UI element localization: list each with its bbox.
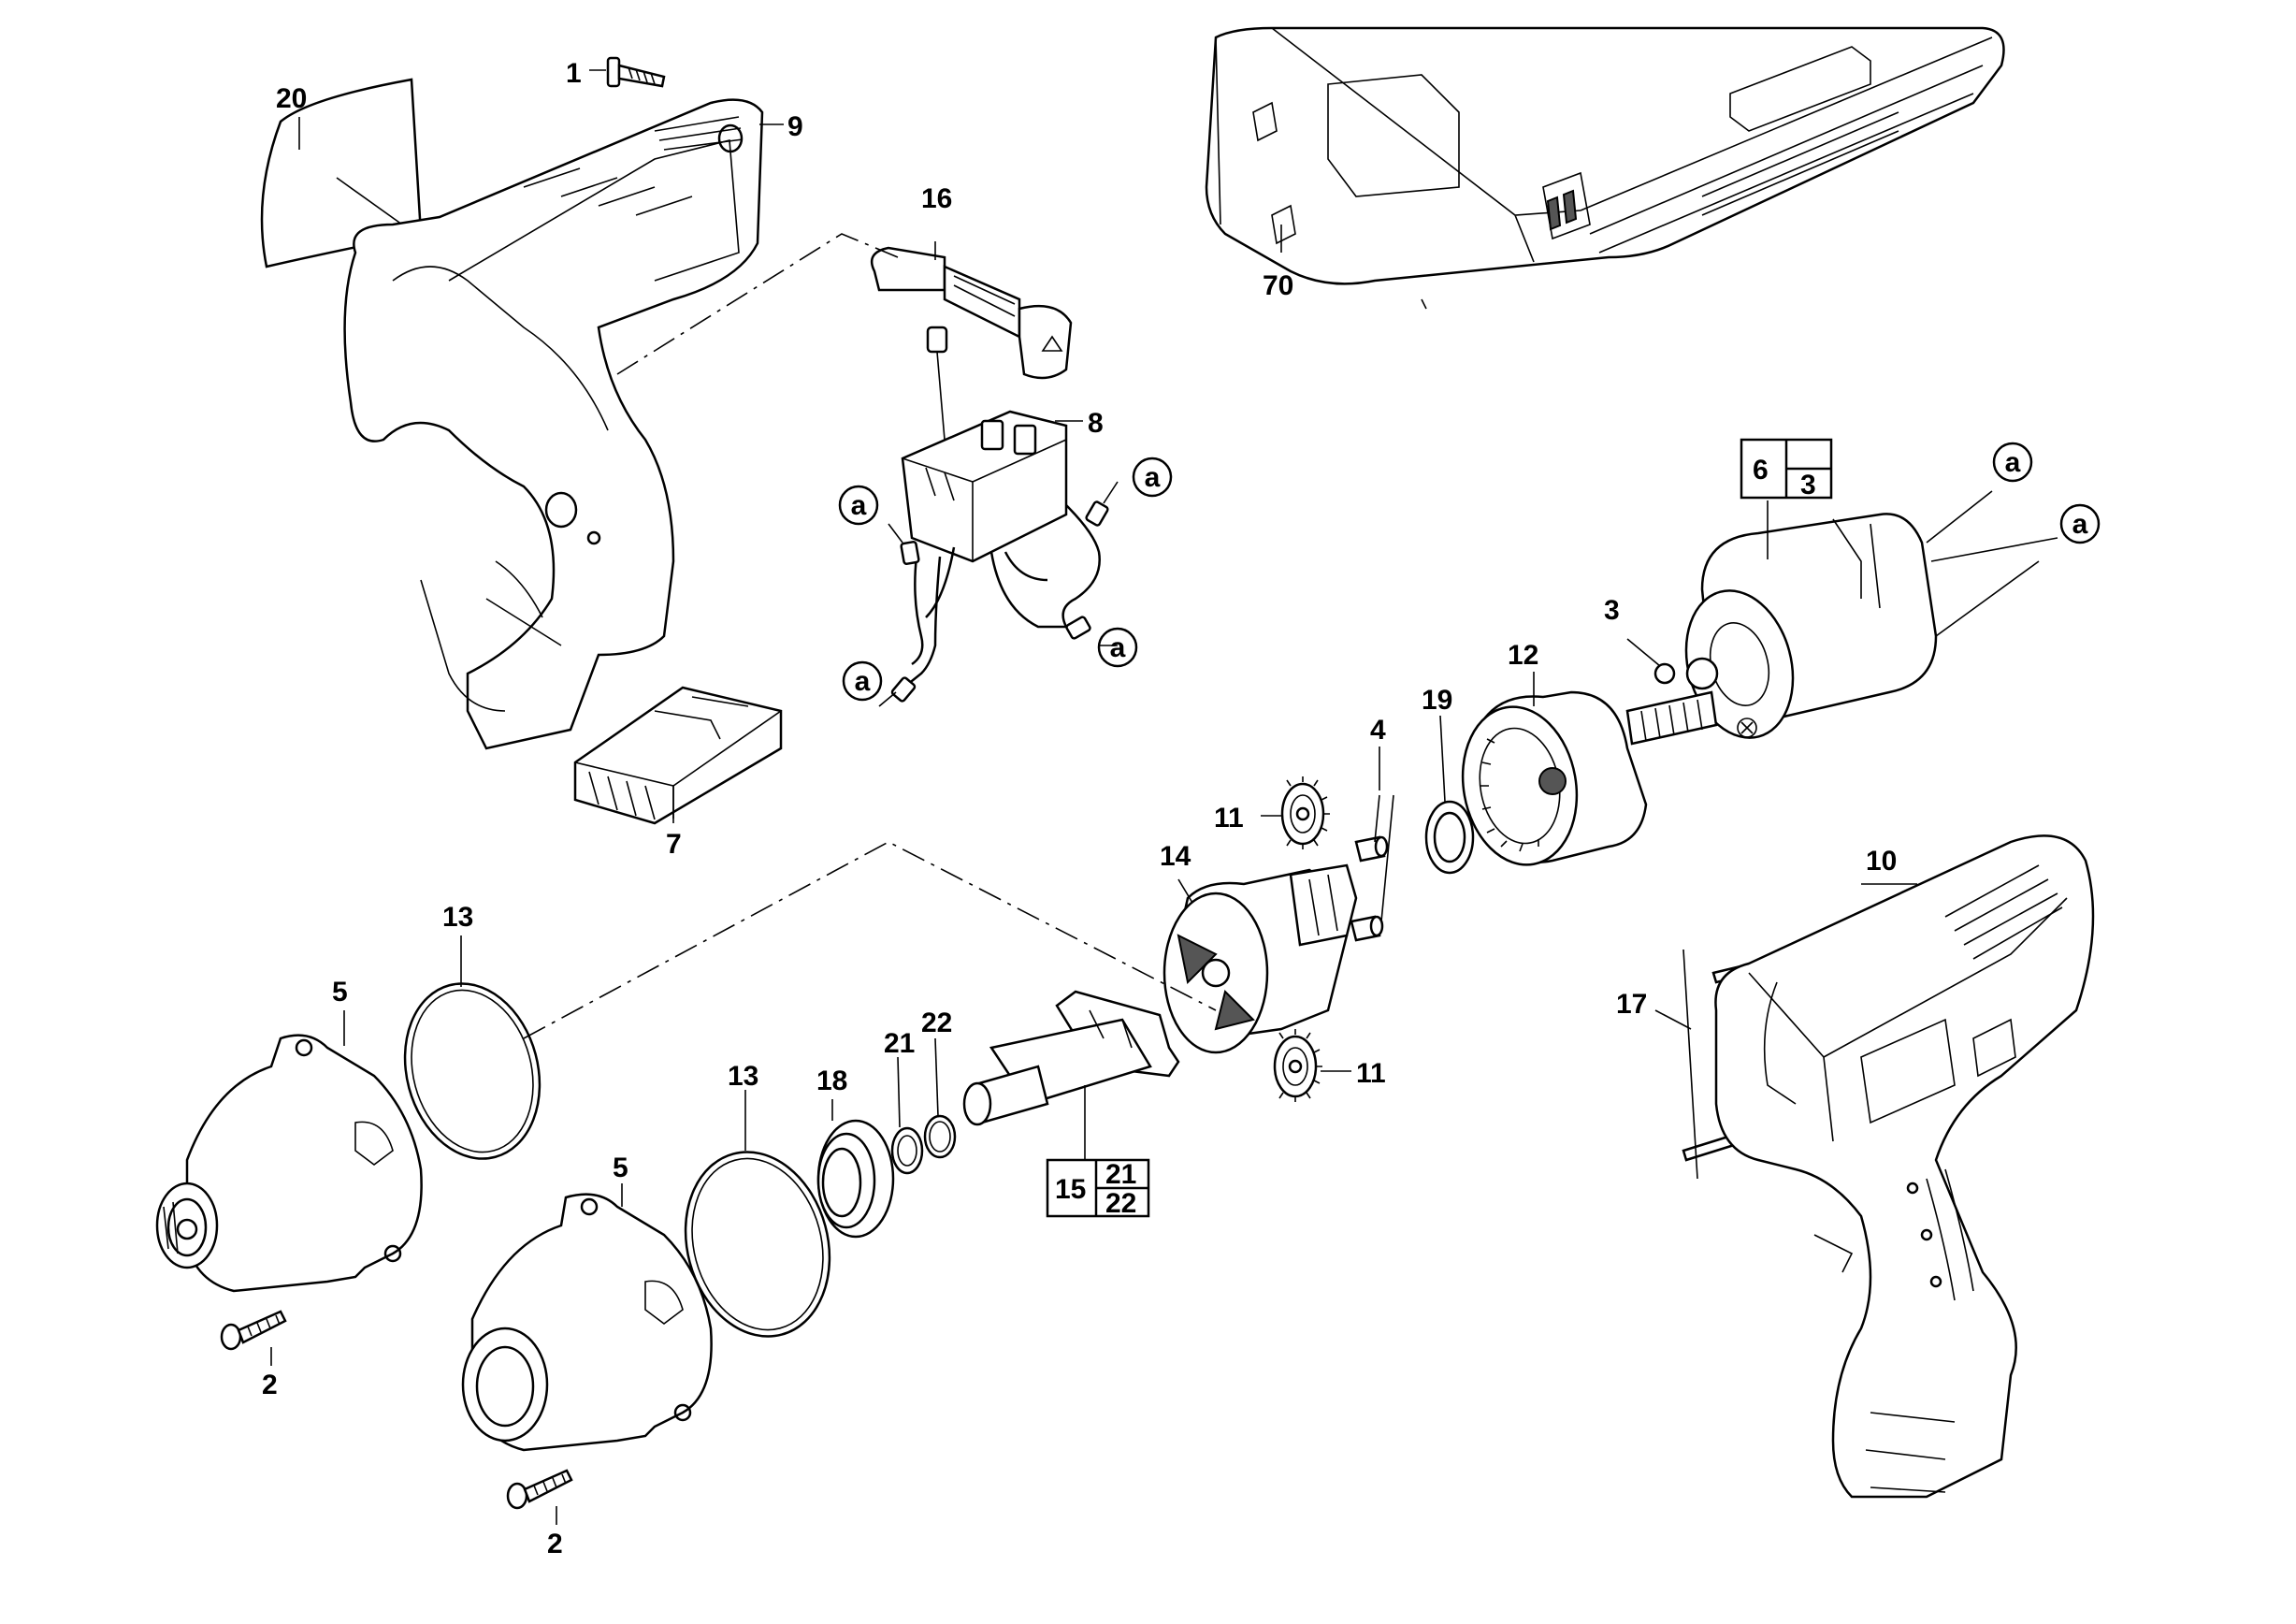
switch-wires (878, 481, 1119, 707)
connector-markers: a a a a a a (838, 442, 2101, 702)
label-part-21: 21 (884, 1028, 915, 1059)
svg-text:a: a (1110, 632, 1126, 663)
assembly-lines (523, 233, 1217, 1039)
label-part-19: 19 (1422, 685, 1452, 716)
label-part-12: 12 (1508, 640, 1538, 671)
part-70-carry-case (1205, 26, 2005, 310)
part-11-gear-upper (1280, 776, 1330, 849)
svg-text:a: a (851, 490, 867, 521)
part-9-housing-half (343, 98, 764, 750)
label-part-4: 4 (1370, 715, 1386, 746)
label-part-16: 16 (921, 183, 952, 214)
kit-spindle-sub-bottom: 22 (1105, 1188, 1136, 1219)
part-1-screw (606, 56, 666, 88)
svg-text:a: a (855, 666, 871, 697)
svg-text:a: a (2005, 447, 2021, 478)
label-part-2-upper: 2 (262, 1370, 278, 1400)
label-part-11-upper: 11 (1214, 803, 1244, 834)
label-part-17: 17 (1616, 989, 1647, 1020)
kit-spindle-sub-top: 21 (1105, 1159, 1136, 1190)
part-5-front-housing-upper (155, 1034, 423, 1293)
part-15-spindle (962, 990, 1180, 1126)
part-2-screw-upper (220, 1310, 287, 1351)
part-13-o-ring-upper (403, 982, 542, 1160)
label-part-22: 22 (921, 1008, 952, 1038)
kit-badge-spindle: 15 21 22 (1046, 1158, 1150, 1219)
label-part-14: 14 (1160, 841, 1191, 872)
label-part-5-lower: 5 (613, 1153, 628, 1183)
part-20-label-sheet (260, 78, 423, 268)
label-part-11-lower: 11 (1356, 1058, 1386, 1089)
part-10-housing-half-right (1714, 834, 2095, 1499)
label-part-3: 3 (1604, 595, 1620, 626)
svg-text:a: a (2072, 509, 2088, 540)
part-4-pins (1350, 794, 1394, 942)
part-3-washer (1653, 662, 1676, 685)
leader-lines (270, 69, 1917, 1525)
connector-marker: a (1132, 457, 1173, 498)
connector-marker: a (842, 660, 883, 702)
part-13-o-ring-lower (684, 1151, 831, 1338)
part-7-contact-block (573, 686, 783, 825)
part-11-gear-lower (1273, 1029, 1322, 1102)
label-part-7: 7 (666, 829, 682, 860)
label-part-5-upper: 5 (332, 977, 348, 1008)
connector-marker: a (1097, 627, 1138, 668)
part-22-o-ring (923, 1114, 957, 1159)
kit-badge-motor: 6 3 (1740, 438, 1833, 500)
part-number-labels: 1 20 9 16 70 8 7 3 12 19 4 11 14 10 17 1… (262, 58, 1897, 1559)
label-part-2-lower: 2 (547, 1529, 563, 1559)
part-6-motor (1625, 490, 2058, 746)
part-8-switch (901, 410, 1068, 618)
kit-motor-main: 6 (1753, 455, 1769, 486)
part-18-bearing (816, 1119, 895, 1239)
label-part-13-lower: 13 (728, 1061, 758, 1092)
label-part-70: 70 (1263, 270, 1293, 301)
part-16-trigger (870, 246, 1073, 441)
connector-marker: a (1992, 442, 2033, 483)
label-part-10: 10 (1866, 846, 1897, 877)
part-14-hammer (1162, 863, 1358, 1054)
part-12-ring-gear (1461, 690, 1648, 866)
part-19-washer (1424, 800, 1475, 875)
label-part-13-upper: 13 (442, 902, 473, 933)
connector-marker: a (838, 485, 879, 526)
label-part-1: 1 (566, 58, 582, 89)
kit-spindle-main: 15 (1055, 1174, 1086, 1205)
part-5-front-housing-lower (461, 1193, 713, 1452)
part-21-retaining-ring (890, 1126, 924, 1175)
kit-motor-sub: 3 (1800, 470, 1816, 500)
label-part-20: 20 (276, 83, 307, 114)
svg-text:a: a (1145, 462, 1161, 493)
part-2-screw-lower (506, 1469, 573, 1510)
label-part-8: 8 (1088, 408, 1104, 439)
label-part-18: 18 (816, 1066, 847, 1096)
connector-marker: a (2059, 503, 2101, 544)
label-part-9: 9 (787, 111, 803, 142)
